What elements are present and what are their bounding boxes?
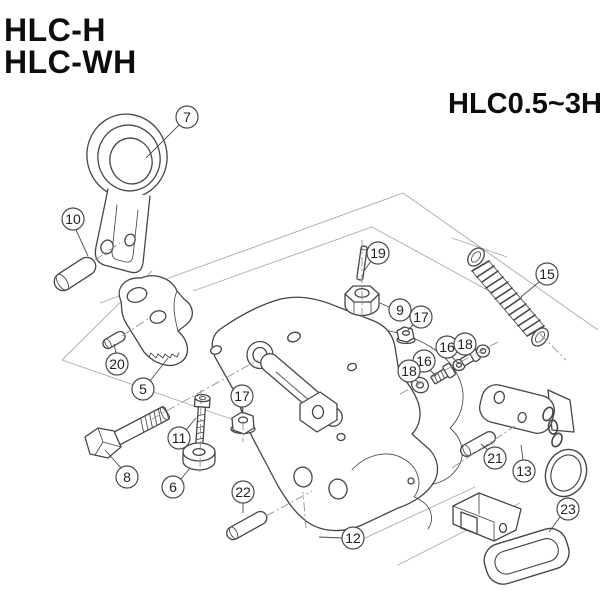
- callout-number-13: 13: [516, 463, 532, 479]
- callout-7: 7: [175, 105, 199, 129]
- callout-13: 13: [512, 459, 536, 483]
- leader-line-10: [75, 229, 89, 257]
- screw-washer-set-part: [411, 344, 491, 394]
- leader-line-17: [241, 406, 244, 415]
- callout-circle-12: [341, 526, 365, 550]
- callout-circle-5: [131, 377, 155, 401]
- callout-circle-18: [453, 332, 477, 356]
- callout-circle-13: [512, 459, 536, 483]
- leader-line-19: [363, 260, 372, 272]
- leader-line-6: [180, 467, 191, 480]
- small-pin-part: [102, 330, 126, 350]
- model-range-label: HLC0.5~3H: [448, 88, 600, 120]
- leader-line-15: [520, 281, 540, 298]
- callout-21: 21: [483, 446, 507, 470]
- roller-washer-part: [182, 442, 216, 471]
- cam-jaw-part: [118, 275, 193, 367]
- leader-line-16: [429, 369, 437, 377]
- leader-line-16: [451, 356, 460, 365]
- callout-12: 12: [341, 526, 365, 550]
- callout-8: 8: [115, 465, 139, 489]
- callout-circle-15: [535, 262, 559, 286]
- extension-spring-part: [467, 247, 549, 347]
- leader-line-9: [379, 302, 390, 308]
- callout-18: 18: [453, 332, 477, 356]
- callout-number-18: 18: [401, 363, 417, 379]
- main-body-part: [210, 296, 464, 532]
- hex-bolt-part: [84, 406, 171, 459]
- leader-line-23: [548, 516, 561, 533]
- release-block-ring-part: [452, 492, 570, 585]
- callout-9: 9: [388, 298, 412, 322]
- flange-nut-right-part: [396, 326, 416, 345]
- callout-number-9: 9: [396, 302, 404, 318]
- callout-circle-17: [230, 384, 254, 408]
- callout-6: 6: [161, 475, 185, 499]
- leader-line-11: [185, 417, 197, 431]
- callout-circle-11: [167, 426, 191, 450]
- callout-number-12: 12: [345, 530, 361, 546]
- callout-number-16: 16: [439, 339, 455, 355]
- callout-circle-22: [231, 480, 255, 504]
- assembly-axis-lines: [94, 240, 567, 529]
- callout-number-17: 17: [234, 388, 250, 404]
- callout-5: 5: [131, 377, 155, 401]
- callout-circle-9: [388, 298, 412, 322]
- callout-17: 17: [230, 384, 254, 408]
- lower-pin-part: [226, 510, 268, 541]
- callout-number-21: 21: [487, 450, 503, 466]
- callout-circle-18: [397, 359, 421, 383]
- callout-number-15: 15: [539, 266, 555, 282]
- lifting-eye-part: [86, 113, 168, 274]
- callout-circle-21: [483, 446, 507, 470]
- callout-circle-8: [115, 465, 139, 489]
- callout-number-16: 16: [416, 353, 432, 369]
- callout-17: 17: [409, 305, 433, 329]
- callout-19: 19: [366, 241, 390, 265]
- callout-number-23: 23: [560, 501, 576, 517]
- callout-20: 20: [105, 352, 129, 376]
- callout-number-10: 10: [65, 211, 81, 227]
- callout-number-8: 8: [123, 469, 131, 485]
- callout-18: 18: [397, 359, 421, 383]
- cam-nut-part: [344, 285, 380, 317]
- leader-line-7: [145, 124, 180, 159]
- leader-line-8: [104, 449, 122, 469]
- callout-circle-6: [161, 475, 185, 499]
- callout-number-19: 19: [370, 245, 386, 261]
- clevis-pin-part: [53, 256, 97, 292]
- leader-line-21: [480, 443, 489, 451]
- callout-11: 11: [167, 426, 191, 450]
- callout-number-18: 18: [457, 336, 473, 352]
- leader-line-13: [520, 444, 524, 461]
- callout-number-6: 6: [169, 479, 177, 495]
- leader-line-12: [318, 536, 343, 539]
- model-title-line1: HLC-H: [4, 12, 107, 48]
- callout-number-20: 20: [109, 356, 125, 372]
- leader-line-20: [113, 343, 117, 354]
- callout-number-11: 11: [172, 430, 187, 446]
- callout-circle-7: [175, 105, 199, 129]
- callout-number-17: 17: [413, 309, 429, 325]
- callout-number-5: 5: [139, 381, 147, 397]
- callout-22: 22: [231, 480, 255, 504]
- model-title-block: HLC-H HLC-WH: [4, 14, 137, 78]
- callout-circle-10: [61, 207, 85, 231]
- callout-15: 15: [535, 262, 559, 286]
- model-title-line2: HLC-WH: [4, 44, 137, 80]
- callout-16: 16: [435, 335, 459, 359]
- callout-circle-19: [366, 241, 390, 265]
- callout-circle-17: [409, 305, 433, 329]
- callout-circle-20: [105, 352, 129, 376]
- leader-line-5: [149, 357, 169, 382]
- callout-10: 10: [61, 207, 85, 231]
- callout-23: 23: [556, 497, 580, 521]
- callout-number-22: 22: [235, 484, 251, 500]
- callout-number-7: 7: [183, 109, 191, 125]
- handle-chain-ring-part: [479, 384, 588, 498]
- callout-circle-23: [556, 497, 580, 521]
- phantom-plane-lines: [61, 192, 599, 566]
